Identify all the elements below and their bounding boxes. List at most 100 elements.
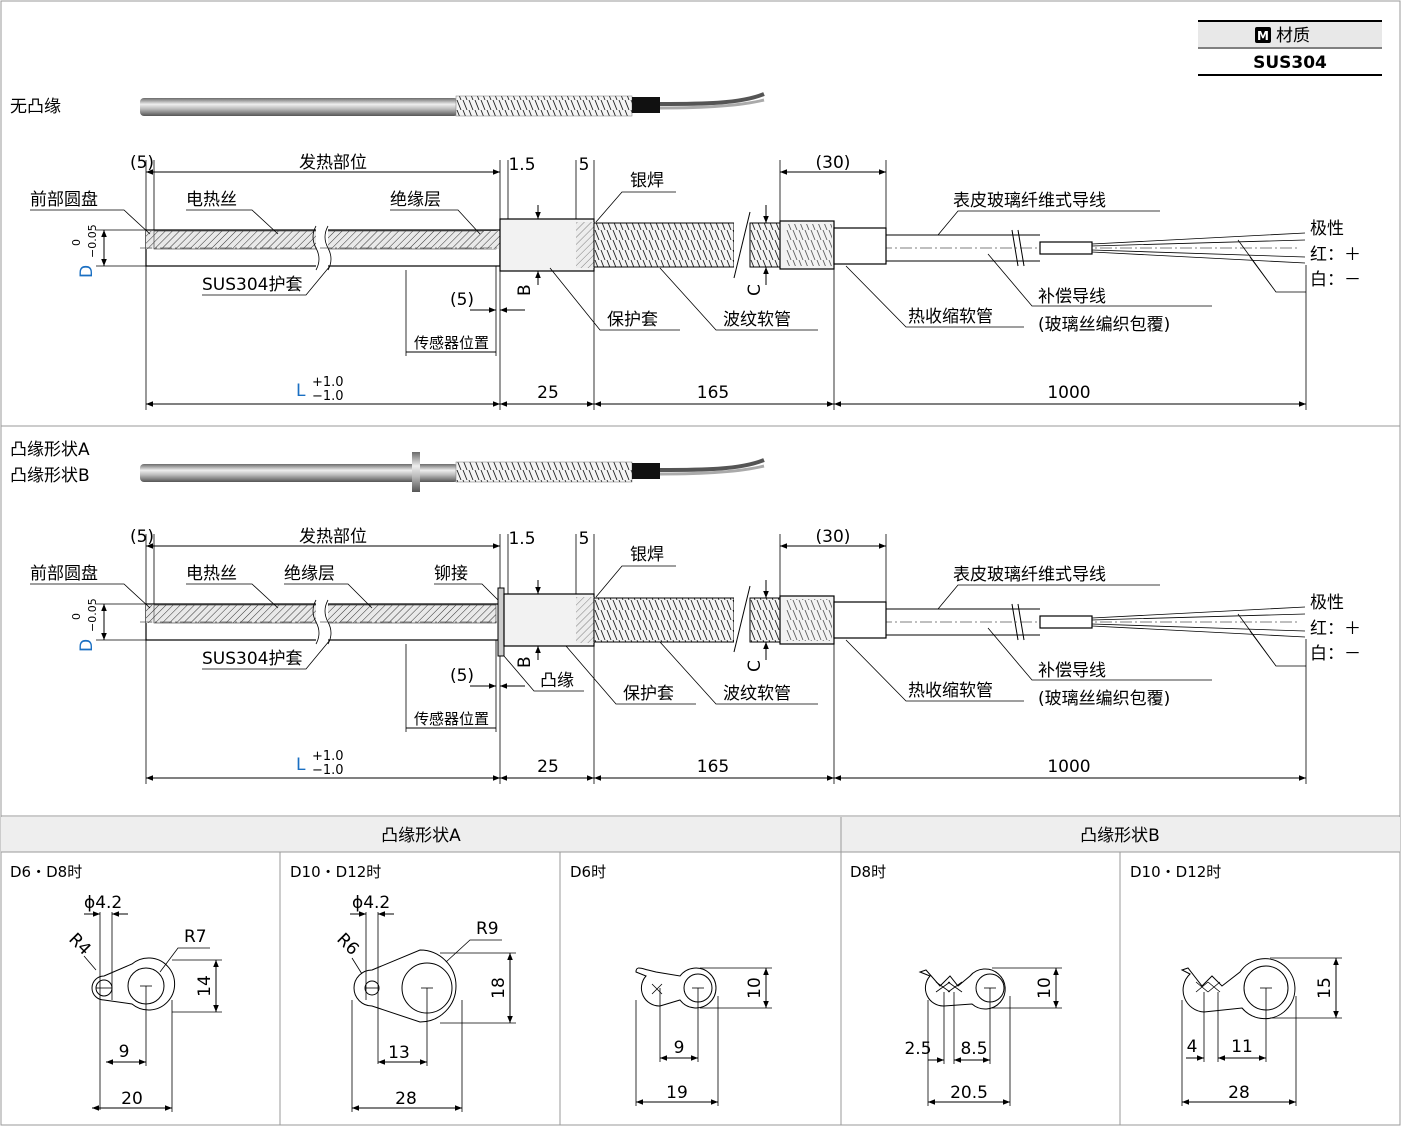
label2-protect: 保护套 <box>623 684 674 704</box>
dim2-L-tol-lo: −1.0 <box>312 763 344 778</box>
label2-comp-lead: 补偿导线 <box>1038 661 1106 681</box>
label2-shrink: 热收缩软管 <box>908 681 993 701</box>
table-head-b: 凸缘形状B <box>1080 826 1160 846</box>
cell0-r-small: R4 <box>64 929 94 959</box>
cell1-h: 18 <box>489 977 509 999</box>
cell-a-d6-d8: D6・D8时 ϕ4.2 R4 R7 9 14 20 <box>10 863 222 1112</box>
dim-30: (30) <box>816 153 851 173</box>
cell1-r-small: R6 <box>332 929 362 959</box>
view-no-flange: 无凸缘 <box>10 92 1361 410</box>
cell4-title: D10・D12时 <box>1130 863 1221 881</box>
dim2-25: 25 <box>537 757 559 777</box>
dim-165: 165 <box>697 383 729 403</box>
dim2-5b: 5 <box>579 529 590 549</box>
dim2-1-5: 1.5 <box>508 529 535 549</box>
dim2-C: C <box>745 660 765 672</box>
dim-5b: 5 <box>579 155 590 175</box>
view1-title: 无凸缘 <box>10 97 61 117</box>
cell-b-d10-d12: D10・D12时 4 11 15 28 <box>1130 863 1342 1106</box>
dim-C: C <box>745 284 765 296</box>
label2-silver-solder: 银焊 <box>630 545 664 565</box>
label2-heating: 发热部位 <box>299 527 367 547</box>
label-sensor-pos: 传感器位置 <box>414 334 489 352</box>
view-flange: 凸缘形状A 凸缘形状B <box>10 440 1361 784</box>
material-value: SUS304 <box>1253 53 1327 73</box>
dim-1000: 1000 <box>1047 383 1090 403</box>
product-photo-flange <box>140 452 765 492</box>
product-photo <box>140 92 765 117</box>
dim-L-tol-lo: −1.0 <box>312 389 344 404</box>
dim2-B: B <box>515 656 535 668</box>
dim2-5: (5) <box>130 527 154 547</box>
cell1-phi: ϕ4.2 <box>352 893 390 913</box>
label2-white: 白：－ <box>1310 644 1361 664</box>
cell3-title: D8时 <box>850 863 886 881</box>
material-icon <box>1255 27 1271 43</box>
dim-25: 25 <box>537 383 559 403</box>
dim2-L-tol-up: +1.0 <box>312 749 344 764</box>
label-white: 白：－ <box>1310 270 1361 290</box>
cell3-h: 10 <box>1035 977 1055 999</box>
dim2-D-tol-lo: −0.05 <box>86 598 99 632</box>
label-rivet: 铆接 <box>434 564 468 584</box>
dim2-165: 165 <box>697 757 729 777</box>
cell0-h: 14 <box>195 975 215 997</box>
label-red: 红：＋ <box>1310 245 1361 265</box>
view2-title-b: 凸缘形状B <box>10 466 90 486</box>
cell3-a: 2.5 <box>904 1039 931 1059</box>
dim-5s: (5) <box>450 290 474 310</box>
cell1-w: 28 <box>395 1089 417 1109</box>
view2-title-a: 凸缘形状A <box>10 440 90 460</box>
dim2-5s: (5) <box>450 666 474 686</box>
cell3-w: 20.5 <box>950 1083 988 1103</box>
cell0-w: 20 <box>121 1089 143 1109</box>
dim-5: (5) <box>130 153 154 173</box>
label2-polarity: 极性 <box>1310 593 1344 613</box>
cell0-title: D6・D8时 <box>10 863 82 881</box>
cell1-r-big: R9 <box>476 919 499 939</box>
cell0-r-big: R7 <box>184 927 207 947</box>
dim2-D-tol-up: 0 <box>70 613 83 620</box>
label-heating-wire: 电热丝 <box>186 190 237 210</box>
label2-lead: 表皮玻璃纤维式导线 <box>953 565 1106 585</box>
label2-insulation: 绝缘层 <box>284 564 335 584</box>
cell0-c: 9 <box>119 1042 130 1062</box>
label2-front-disc: 前部圆盘 <box>30 564 98 584</box>
dim-D-tol-lo: −0.05 <box>86 224 99 258</box>
label-bellows: 波纹软管 <box>723 310 791 330</box>
material-badge: M <box>1257 29 1269 43</box>
label-comp-lead: 补偿导线 <box>1038 287 1106 307</box>
label2-bellows: 波纹软管 <box>723 684 791 704</box>
flange-table: 凸缘形状A 凸缘形状B D6・D8时 ϕ4.2 R4 R7 9 14 20 <box>1 817 1400 1125</box>
cell0-phi: ϕ4.2 <box>84 893 122 913</box>
cell1-title: D10・D12时 <box>290 863 381 881</box>
table-head-a: 凸缘形状A <box>381 826 461 846</box>
label2-sensor-pos: 传感器位置 <box>414 710 489 728</box>
label-sheath: SUS304护套 <box>202 275 302 295</box>
label2-sheath: SUS304护套 <box>202 649 302 669</box>
dim2-L: L <box>296 755 306 775</box>
cell2-w: 19 <box>666 1083 688 1103</box>
dim-D-tol-up: 0 <box>70 239 83 246</box>
cell2-c: 9 <box>674 1038 685 1058</box>
dim2-1000: 1000 <box>1047 757 1090 777</box>
cell4-c: 11 <box>1231 1037 1253 1057</box>
cell3-c: 8.5 <box>960 1039 987 1059</box>
label2-heating-wire: 电热丝 <box>186 564 237 584</box>
dim2-30: (30) <box>816 527 851 547</box>
label-flange: 凸缘 <box>540 671 574 691</box>
label-silver-solder: 银焊 <box>630 171 664 191</box>
dim-1-5: 1.5 <box>508 155 535 175</box>
cell4-h: 15 <box>1315 977 1335 999</box>
dim-L-tol-up: +1.0 <box>312 375 344 390</box>
label-protect: 保护套 <box>607 310 658 330</box>
label-heating: 发热部位 <box>299 153 367 173</box>
dim-L: L <box>296 381 306 401</box>
dim-D: D <box>77 265 97 278</box>
cell2-title: D6时 <box>570 863 606 881</box>
cell4-w: 28 <box>1228 1083 1250 1103</box>
material-box: M 材质 SUS304 <box>1198 20 1382 76</box>
cell-b-d8: D8时 2.5 8.5 10 20.5 <box>850 863 1062 1106</box>
dim-B: B <box>515 284 535 296</box>
